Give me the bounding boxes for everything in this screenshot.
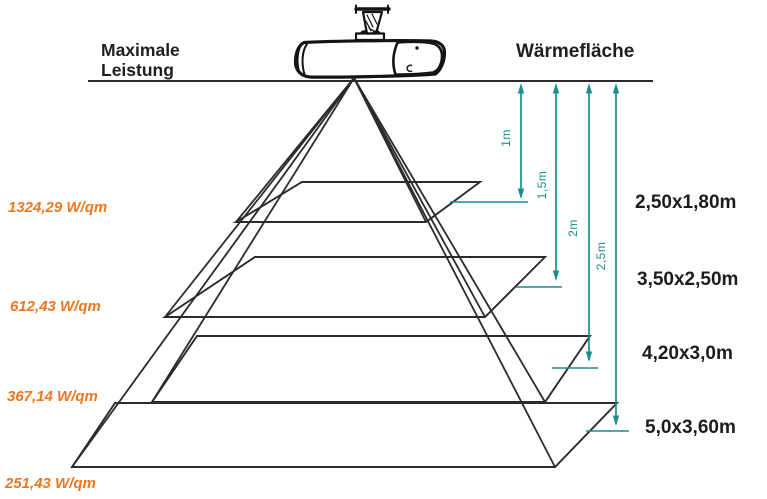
cone-edge-right-2 <box>353 77 486 318</box>
mount-bracket-ticks <box>355 4 389 14</box>
dimension-2-5m <box>586 83 629 432</box>
arrow-down-icon <box>552 270 560 281</box>
heater-left-cap <box>296 43 308 77</box>
cone-edge-left-3 <box>151 77 355 403</box>
dimension-1m <box>450 83 528 203</box>
arrow-up-icon <box>585 83 593 94</box>
mount-foot <box>354 30 386 42</box>
heater-body <box>293 39 447 79</box>
cone-edge-right-4 <box>353 77 556 468</box>
dimension-lines <box>450 83 629 432</box>
arrow-down-icon <box>585 351 593 362</box>
max-power-title-line1: Maximale <box>101 40 180 60</box>
heat-area-label-3: 4,20x3,0m <box>642 343 733 364</box>
heat-cone-edges <box>71 77 556 468</box>
cone-edge-left-2 <box>164 77 355 318</box>
power-density-label-3: 367,14 W/qm <box>7 388 98 405</box>
heater-right-panel <box>392 40 444 76</box>
cone-edge-left-4 <box>71 77 355 468</box>
power-density-label-4: 251,43 W/qm <box>5 475 96 492</box>
cone-edge-right-3 <box>353 77 546 403</box>
heat-area-label-4: 5,0x3,60m <box>645 417 736 438</box>
mount-stem-hatch <box>365 13 378 32</box>
heater-detail-c-mark <box>406 64 413 73</box>
height-label-2m: 2m <box>566 219 580 237</box>
max-power-title-line2: Leistung <box>101 60 174 80</box>
height-label-1-5m: 1,5m <box>535 170 549 200</box>
arrow-down-icon <box>517 188 525 199</box>
max-power-title: Maximale Leistung <box>101 40 180 80</box>
dimension-2m <box>552 83 598 369</box>
height-label-2-5m: 2,5m <box>594 241 608 271</box>
dimension-1-5m <box>516 83 562 288</box>
heat-plane-2 <box>161 256 548 318</box>
heat-area-planes <box>70 181 620 468</box>
heat-plane-3 <box>150 335 592 403</box>
heat-plane-4 <box>70 402 620 468</box>
height-label-1m: 1m <box>499 129 513 147</box>
heat-plane-1 <box>232 181 483 223</box>
arrow-up-icon <box>552 83 560 94</box>
power-density-label-1: 1324,29 W/qm <box>8 199 108 216</box>
heat-area-title: Wärmefläche <box>516 41 635 62</box>
heat-area-label-2: 3,50x2,50m <box>637 269 739 290</box>
arrow-up-icon <box>517 83 525 94</box>
arrow-up-icon <box>612 83 620 94</box>
power-density-label-2: 612,43 W/qm <box>10 298 101 315</box>
heater-detail-dot <box>415 46 419 50</box>
heater-sketch <box>293 4 447 79</box>
heat-area-label-1: 2,50x1,80m <box>635 192 737 213</box>
arrow-down-icon <box>612 415 620 426</box>
